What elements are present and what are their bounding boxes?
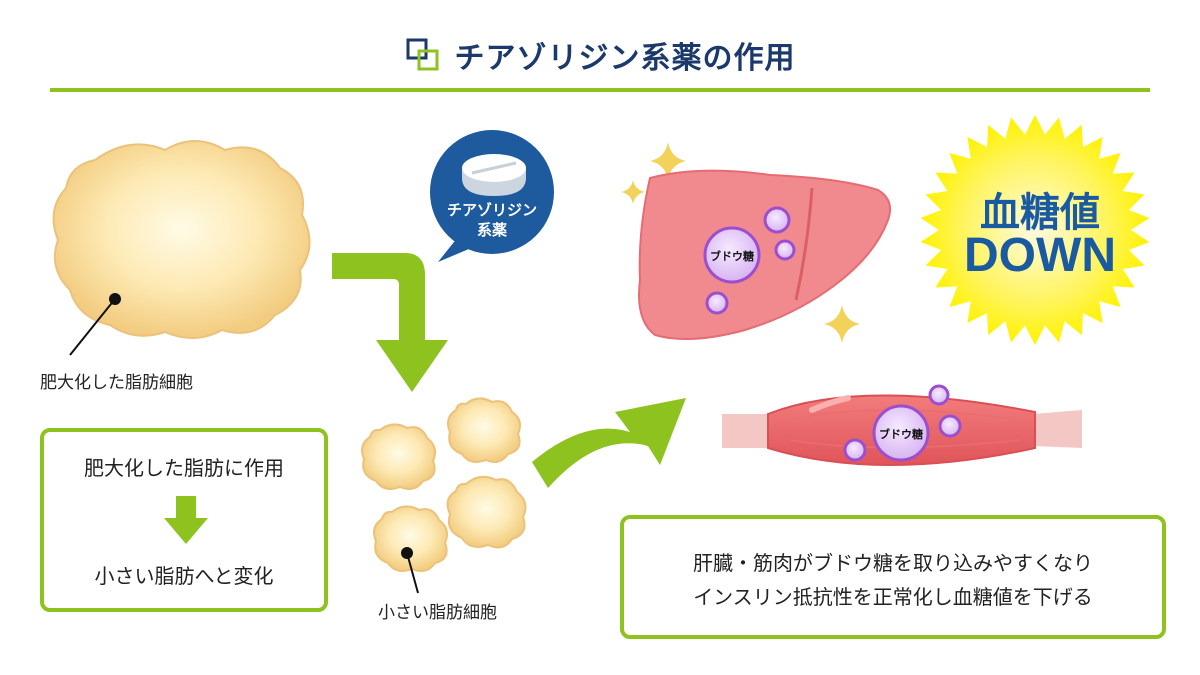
small-fat-cell-label: 小さい脂肪細胞 [378,603,497,623]
title-underline [50,88,1150,92]
left-box-line1: 肥大化した脂肪に作用 [84,456,284,480]
bottom-box-line1: 肝臓・筋肉がブドウ糖を取り込みやすくなり [693,551,1093,575]
muscle [722,384,1082,466]
title-bar: チアゾリジン系薬の作用 [0,30,1200,80]
page-title: チアゾリジン系薬の作用 [454,41,796,76]
pill-label-line1: チアゾリジン [446,201,537,219]
badge-line2: DOWN [964,229,1116,282]
title-square-icon [406,38,438,71]
muscle-glucose-label: ブドウ糖 [879,428,923,441]
large-fat-cell [52,140,311,356]
sparkle-icon [621,142,860,343]
badge-line1: 血糖値 [980,190,1100,236]
liver-glucose-label: ブドウ糖 [710,250,754,263]
small-fat-cells [361,397,527,594]
down-arrow-icon [332,253,448,392]
pill-label: チアゾリジン 系薬 [422,200,562,240]
liver [638,169,891,340]
curved-arrow-icon [532,398,686,488]
pill-icon [462,154,526,196]
bottom-box-line2: インスリン抵抗性を正常化し血糖値を下げる [693,585,1093,609]
large-fat-cell-label: 肥大化した脂肪細胞 [40,373,193,393]
down-arrow-icon [164,496,208,544]
left-info-box: 肥大化した脂肪に作用 小さい脂肪へと変化 [40,428,328,612]
blood-sugar-badge [920,115,1150,345]
bottom-info-box: 肝臓・筋肉がブドウ糖を取り込みやすくなり インスリン抵抗性を正常化し血糖値を下げ… [620,515,1166,639]
pill-bubble [430,130,554,262]
pill-label-line2: 系薬 [476,221,507,239]
left-box-line2: 小さい脂肪へと変化 [94,564,274,588]
